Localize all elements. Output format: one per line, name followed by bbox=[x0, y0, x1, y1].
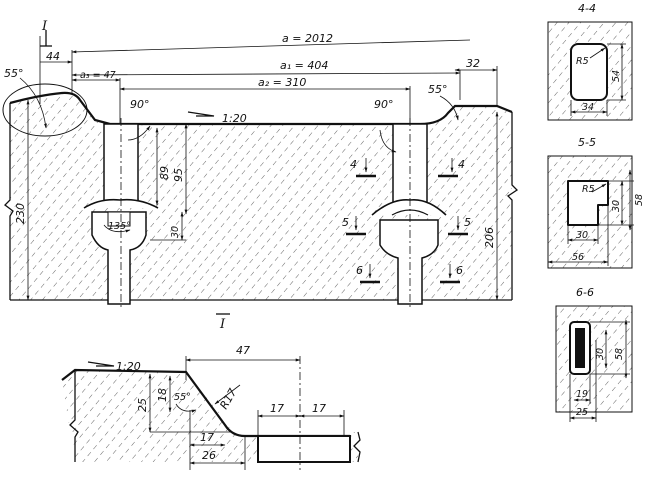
label-a3: a₃ = 47 bbox=[80, 70, 116, 81]
detail-r17: R17 bbox=[217, 386, 239, 411]
right-break bbox=[506, 112, 519, 300]
left-break bbox=[4, 103, 14, 300]
sec66-19: 19 bbox=[576, 389, 588, 400]
detail-view: I 1:20 47 25 18 55° R17 17 26 17 bbox=[61, 313, 361, 470]
sec55-30h: 30 bbox=[576, 230, 588, 241]
label-55-right: 55° bbox=[428, 83, 448, 96]
dim-a1 bbox=[71, 71, 461, 77]
label-slope: 1:20 bbox=[222, 112, 247, 125]
section-4-4-title: 4-4 bbox=[578, 2, 596, 15]
main-section: a = 2012 a₁ = 404 a₂ = 310 a₃ = 47 44 32… bbox=[2, 19, 519, 308]
detail-title: I bbox=[219, 317, 226, 332]
label-89: 89 bbox=[158, 166, 171, 180]
detail-profile bbox=[61, 368, 350, 438]
label-44: 44 bbox=[46, 50, 60, 63]
detail-17-b: 17 bbox=[270, 402, 284, 415]
section-mark-top-label: I bbox=[41, 19, 48, 34]
sec55-30v: 30 bbox=[611, 200, 622, 212]
label-90-left: 90° bbox=[130, 98, 150, 111]
detail-right-body bbox=[350, 432, 358, 462]
section-5-5: 5-5 R5 30 58 30 56 bbox=[547, 136, 645, 269]
detail-callout bbox=[2, 83, 88, 137]
label-95: 95 bbox=[172, 168, 185, 182]
detail-26: 26 bbox=[202, 449, 216, 462]
sec44-r5: R5 bbox=[576, 56, 589, 67]
detail-17-a: 17 bbox=[200, 431, 214, 444]
detail-55: 55° bbox=[174, 392, 191, 403]
label-206: 206 bbox=[483, 227, 496, 248]
label-a: a = 2012 bbox=[282, 32, 333, 45]
detail-slot bbox=[257, 435, 351, 463]
detail-slope-mark bbox=[87, 361, 115, 367]
left-hole bbox=[83, 118, 159, 308]
label-cut4-r: 4 bbox=[458, 158, 465, 171]
sec55-r5: R5 bbox=[582, 184, 595, 195]
label-cut5-r: 5 bbox=[464, 216, 471, 229]
dim-a bbox=[71, 39, 471, 54]
section-4-4: 4-4 R5 54 34 bbox=[547, 2, 633, 121]
label-30: 30 bbox=[170, 226, 181, 238]
detail-right-break bbox=[353, 431, 361, 463]
right-hole bbox=[371, 118, 447, 308]
detail-17-c: 17 bbox=[312, 402, 326, 415]
detail-47: 47 bbox=[236, 344, 250, 357]
label-cut6-l: 6 bbox=[356, 264, 363, 277]
sec55-56: 56 bbox=[572, 252, 584, 263]
detail-25: 25 bbox=[136, 398, 149, 412]
label-32: 32 bbox=[466, 57, 480, 70]
detail-18: 18 bbox=[156, 388, 169, 402]
slope-mark bbox=[187, 111, 215, 117]
label-cut6-r: 6 bbox=[456, 264, 463, 277]
label-135: 135° bbox=[108, 221, 131, 232]
section-6-6: 6-6 30 58 19 25 bbox=[555, 286, 633, 422]
sec66-58: 58 bbox=[614, 348, 625, 360]
section-6-6-title: 6-6 bbox=[576, 286, 594, 299]
cut-marks bbox=[346, 158, 468, 284]
label-55-left: 55° bbox=[4, 67, 24, 80]
label-90-right: 90° bbox=[374, 98, 394, 111]
label-a1: a₁ = 404 bbox=[280, 59, 328, 72]
sec55-58: 58 bbox=[634, 194, 645, 206]
label-230: 230 bbox=[14, 203, 27, 224]
detail-slope: 1:20 bbox=[116, 360, 141, 373]
section-5-5-title: 5-5 bbox=[578, 136, 596, 149]
top-profile bbox=[9, 91, 513, 126]
label-a2: a₂ = 310 bbox=[258, 76, 306, 89]
sec66-25: 25 bbox=[576, 407, 588, 418]
detail-left-break bbox=[69, 370, 79, 462]
sec44-54: 54 bbox=[611, 70, 622, 82]
sec66-30: 30 bbox=[595, 348, 606, 360]
label-cut5-l: 5 bbox=[342, 216, 349, 229]
label-cut4-l: 4 bbox=[350, 158, 357, 171]
sec44-34: 34 bbox=[582, 102, 594, 113]
detail-body bbox=[62, 370, 258, 462]
